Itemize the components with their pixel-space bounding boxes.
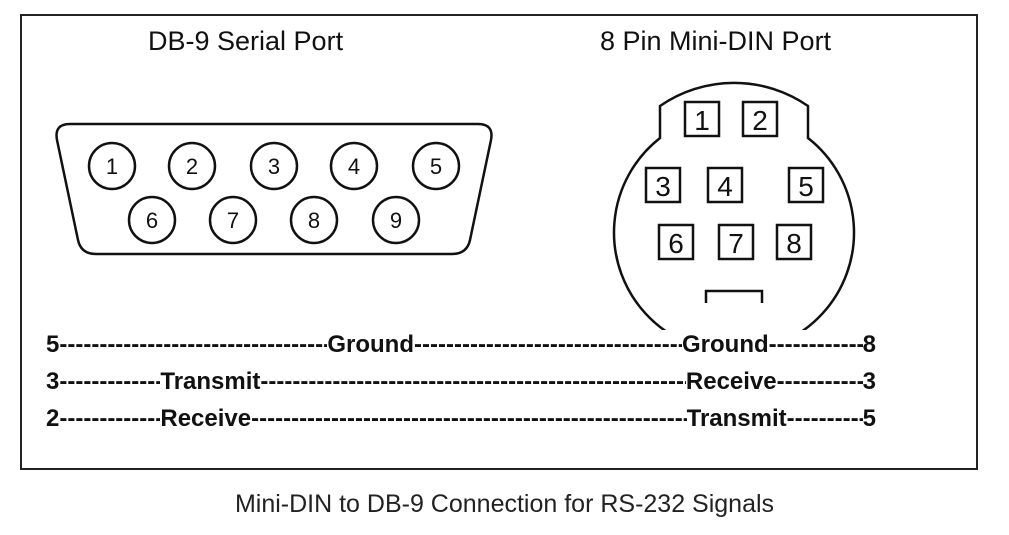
db9-pin-label: 9: [390, 208, 402, 233]
connection-row-receive: 2 Receive Transmit 5: [46, 404, 876, 434]
mini-din-pin-3: 3: [644, 166, 682, 204]
db9-title: DB-9 Serial Port: [148, 26, 344, 56]
mini-din-pin-7: 7: [717, 223, 755, 261]
left-signal-label: Ground: [327, 331, 414, 358]
db9-shell: [55, 122, 493, 256]
mini-din-pin-4: 4: [706, 166, 744, 204]
right-signal-label: Receive: [685, 368, 777, 395]
db9-pin-label: 5: [430, 154, 442, 179]
connection-row-transmit: 3 Transmit Receive 3: [46, 367, 876, 397]
db9-pin-label: 2: [186, 154, 198, 179]
db9-pin-label: 6: [146, 208, 158, 233]
db9-pin-2: 2: [167, 141, 217, 191]
wire-dashes: [251, 404, 687, 434]
db9-pin-1: 1: [87, 141, 137, 191]
mini-din-pin-5: 5: [787, 166, 825, 204]
db9-pin-7: 7: [208, 195, 258, 245]
wire-dashes: [59, 367, 160, 397]
db9-pin-label: 7: [227, 208, 239, 233]
db9-pin-3: 3: [249, 141, 299, 191]
mini-din-pin-label: 2: [752, 105, 768, 136]
db9-pin-9: 9: [371, 195, 421, 245]
right-signal-label: Ground: [681, 331, 769, 358]
right-pin-number: 8: [862, 331, 876, 358]
mini-din-pin-8: 8: [775, 223, 813, 261]
mini-din-pin-label: 1: [694, 105, 710, 136]
mini-din-title: 8 Pin Mini-DIN Port: [600, 26, 832, 56]
db9-pin-label: 1: [106, 154, 118, 179]
wire-dashes: [787, 404, 863, 434]
db9-pin-label: 8: [308, 208, 320, 233]
db9-pin-label: 3: [268, 154, 280, 179]
wire-dashes: [260, 367, 686, 397]
wire-dashes: [59, 404, 160, 434]
connection-row-ground: 5 Ground Ground 8: [46, 330, 876, 360]
wire-dashes: [414, 330, 682, 360]
db9-pin-4: 4: [329, 141, 379, 191]
db9-pin-6: 6: [127, 195, 177, 245]
mini-din-shell: [612, 81, 856, 330]
wire-dashes: [59, 330, 327, 360]
connector-drawings: 1 2 3 4 5 6 7 8 9 1 2 3 4 5 6 7 8: [55, 81, 856, 330]
left-signal-label: Receive: [160, 405, 252, 432]
wire-dashes: [769, 330, 863, 360]
left-pin-number: 3: [46, 368, 60, 395]
db9-pin-label: 4: [348, 154, 360, 179]
left-pin-number: 5: [46, 331, 60, 358]
mini-din-pin-2: 2: [741, 100, 779, 138]
right-signal-label: Transmit: [686, 405, 787, 432]
left-signal-label: Transmit: [160, 368, 261, 395]
mini-din-pin-label: 7: [728, 228, 744, 259]
mini-din-pin-label: 8: [786, 228, 802, 259]
right-pin-number: 5: [862, 405, 876, 432]
db9-pin-5: 5: [411, 141, 461, 191]
db9-pin-8: 8: [289, 195, 339, 245]
wire-dashes: [777, 367, 863, 397]
right-pin-number: 3: [862, 368, 876, 395]
left-pin-number: 2: [46, 405, 60, 432]
mini-din-pin-6: 6: [657, 223, 695, 261]
figure-caption: Mini-DIN to DB-9 Connection for RS-232 S…: [234, 490, 775, 518]
mini-din-pin-label: 4: [717, 171, 733, 202]
mini-din-key-notch: [704, 289, 764, 307]
mini-din-pin-label: 5: [798, 171, 814, 202]
mini-din-pin-1: 1: [683, 100, 721, 138]
mini-din-pin-label: 3: [655, 171, 671, 202]
mini-din-pin-label: 6: [668, 228, 684, 259]
diagram-frame: [20, 14, 978, 470]
